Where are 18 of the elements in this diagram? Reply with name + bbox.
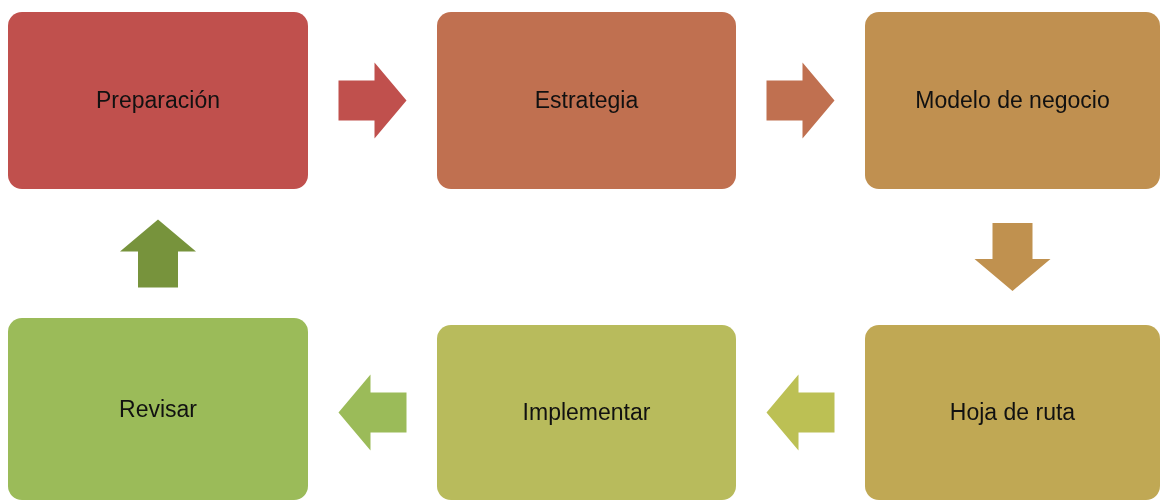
block-arrow bbox=[974, 223, 1051, 291]
process-box bbox=[8, 12, 308, 189]
process-box bbox=[437, 12, 736, 189]
block-arrow bbox=[766, 374, 835, 451]
block-arrow bbox=[120, 219, 196, 288]
block-arrow bbox=[338, 62, 407, 139]
process-box bbox=[865, 325, 1160, 500]
box-label: Preparación bbox=[96, 86, 220, 115]
process-box bbox=[8, 318, 308, 500]
box-label: Revisar bbox=[119, 394, 197, 424]
block-arrow bbox=[338, 374, 407, 451]
process-box bbox=[865, 12, 1160, 189]
box-label: Modelo de negocio bbox=[915, 86, 1110, 115]
process-box bbox=[437, 325, 736, 500]
box-label: Implementar bbox=[522, 398, 651, 427]
box-label: Hoja de ruta bbox=[949, 398, 1076, 427]
block-arrow bbox=[766, 62, 835, 139]
box-label: Estrategia bbox=[534, 86, 639, 115]
